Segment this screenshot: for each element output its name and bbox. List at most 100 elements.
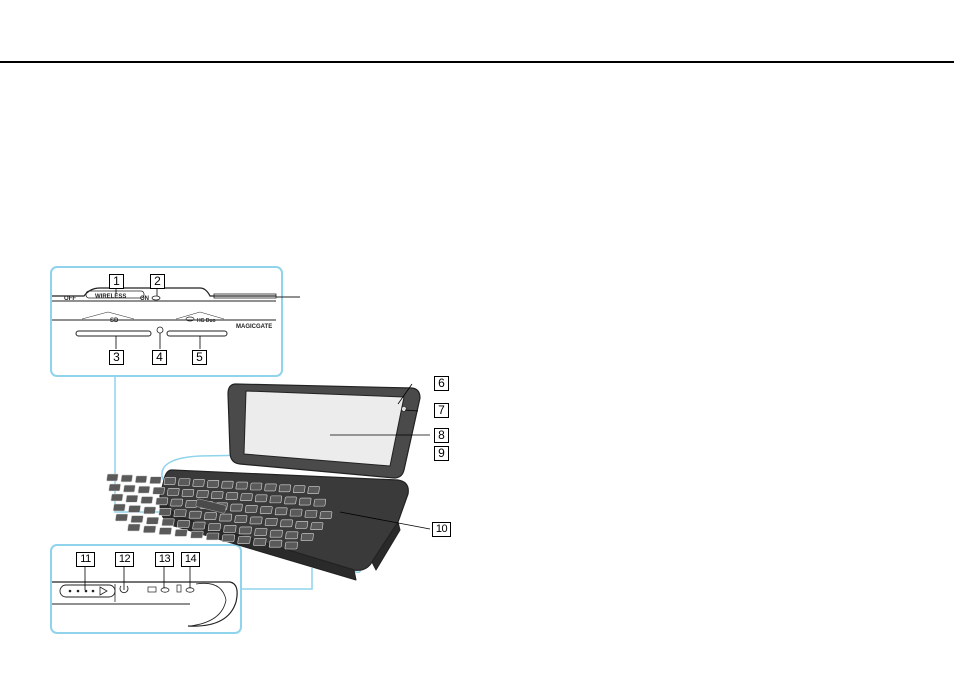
callout-8: 8 <box>434 428 449 443</box>
keyboard-key <box>128 505 141 512</box>
keyboard-key <box>182 489 194 496</box>
keyboard-key <box>135 476 147 483</box>
keyboard-key <box>265 484 277 491</box>
keyboard-key <box>153 487 165 494</box>
keyboard-key <box>175 529 188 536</box>
keyboard-key <box>311 523 324 530</box>
keyboard-key <box>126 495 138 502</box>
keyboard-key <box>113 504 126 511</box>
keyboard-key <box>106 474 118 481</box>
callout-2: 2 <box>150 274 165 289</box>
keyboard-key <box>193 522 206 529</box>
callout-1: 1 <box>109 274 124 289</box>
keyboard-key <box>159 508 172 515</box>
callout-12: 12 <box>115 552 134 567</box>
keyboard-key <box>127 524 140 531</box>
keyboard-key <box>301 533 314 540</box>
keyboard-key <box>138 486 150 493</box>
keyboard-key <box>293 486 305 493</box>
keyboard-key <box>250 517 263 524</box>
keyboard-key <box>275 508 287 515</box>
keyboard-key <box>207 480 219 487</box>
keyboard-key <box>270 530 283 537</box>
keyboard-key <box>206 533 219 540</box>
keyboard-key <box>305 510 317 517</box>
keyboard-key <box>236 482 248 489</box>
keyboard-key <box>223 525 236 532</box>
label-magicgate: MAGICGATE <box>236 324 272 330</box>
label-hg-duo: HG Duo <box>197 318 216 324</box>
keyboard-key <box>193 479 205 486</box>
keyboard-key <box>115 514 128 521</box>
keyboard-key <box>177 520 190 527</box>
lcd-screen <box>244 391 404 466</box>
callout-14: 14 <box>181 552 200 567</box>
keyboard-key <box>253 538 266 545</box>
keyboard-key <box>265 518 278 525</box>
keyboard-key <box>222 535 235 542</box>
keyboard-key <box>239 527 252 534</box>
keyboard-key <box>240 494 252 501</box>
keyboard-key <box>255 495 267 502</box>
keyboard-key <box>189 511 202 518</box>
keyboard-key <box>131 516 144 523</box>
keyboard-key <box>143 507 156 514</box>
keyboard-key <box>230 504 242 511</box>
keyboard-key <box>167 488 179 495</box>
keyboard-key <box>284 497 296 504</box>
keyboard-key <box>235 516 248 523</box>
callout-10: 10 <box>432 522 451 537</box>
keyboard-key <box>314 499 326 506</box>
callout-6: 6 <box>434 376 449 391</box>
keyboard-key <box>170 499 182 506</box>
camera-icon <box>402 407 407 412</box>
label-on: ON <box>140 296 149 302</box>
keyboard-key <box>174 510 187 517</box>
keyboard-key <box>123 485 135 492</box>
keyboard-key <box>269 540 282 547</box>
keyboard-key <box>280 520 293 527</box>
keyboard-key <box>260 507 272 514</box>
callout-7: 7 <box>434 403 449 418</box>
keyboard-key <box>308 487 320 494</box>
keyboard-key <box>178 479 190 486</box>
keyboard-key <box>299 498 311 505</box>
keyboard-key <box>238 537 251 544</box>
leader-bottom-panel <box>240 568 312 589</box>
keyboard-key <box>270 496 282 503</box>
keyboard-key <box>159 528 172 535</box>
keyboard-key <box>221 481 233 488</box>
callout-13: 13 <box>155 552 174 567</box>
keyboard-key <box>196 490 208 497</box>
keyboard-key <box>285 542 298 549</box>
keyboard-key <box>204 513 217 520</box>
keyboard-key <box>285 532 298 539</box>
keyboard-key <box>141 497 153 504</box>
keyboard-key <box>250 483 262 490</box>
callout-3: 3 <box>109 350 124 365</box>
keyboard-key <box>295 521 308 528</box>
label-off: OFF <box>64 296 76 302</box>
keyboard-key <box>279 485 291 492</box>
keyboard-key <box>208 524 221 531</box>
keyboard-key <box>290 509 302 516</box>
callout-9: 9 <box>434 446 449 461</box>
callout-5: 5 <box>192 350 207 365</box>
keyboard-key <box>109 484 121 491</box>
callout-4: 4 <box>152 350 167 365</box>
label-sd: SD <box>110 318 119 324</box>
keyboard-key <box>111 494 123 501</box>
keyboard-key <box>219 514 232 521</box>
keyboard-key <box>190 531 203 538</box>
keyboard-key <box>245 505 257 512</box>
keyboard-key <box>146 517 159 524</box>
keyboard-key <box>162 519 175 526</box>
keyboard-key <box>164 478 176 485</box>
keyboard-key <box>150 477 162 484</box>
keyboard-key <box>211 492 223 499</box>
label-wireless: WIRELESS <box>95 294 126 300</box>
keyboard-key <box>226 493 238 500</box>
keyboard-key <box>156 498 168 505</box>
callout-11: 11 <box>76 552 95 567</box>
